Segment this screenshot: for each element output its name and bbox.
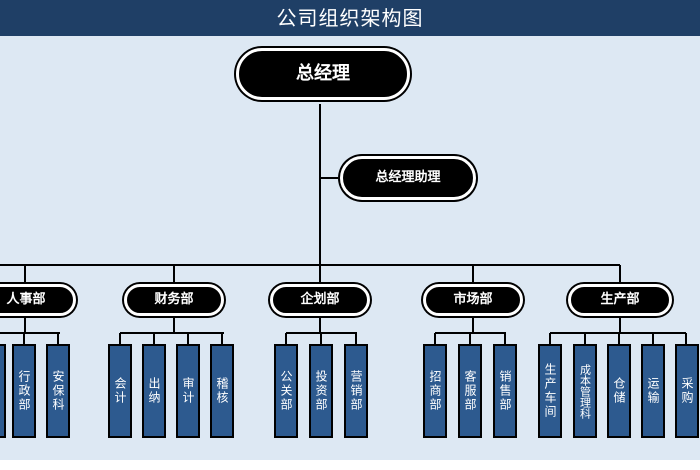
assistant-node: 总经理助理	[340, 156, 476, 200]
ceo-node: 总经理	[236, 48, 410, 100]
subunit-inspection: 稽核	[210, 344, 234, 438]
subunit-procurement: 采购	[675, 344, 699, 438]
subunit-promotion: 营销部	[344, 344, 368, 438]
subunit-investment-attraction: 招商部	[423, 344, 447, 438]
dept-marketing: 市场部	[423, 284, 523, 316]
subunit-sales: 销售部	[493, 344, 517, 438]
subunit-pr: 公关部	[274, 344, 298, 438]
subunit-cost-management: 成本管理科	[573, 344, 597, 438]
chart-title: 公司组织架构图	[276, 6, 424, 30]
subunit-workshop: 生产车间	[538, 344, 562, 438]
subunit-security: 安保科	[46, 344, 70, 438]
dept-hr: 人事部	[0, 284, 76, 316]
subunit-partial	[0, 344, 6, 438]
bottom-strip	[0, 460, 700, 470]
subunit-transport: 运输	[641, 344, 665, 438]
title-bar: 公司组织架构图	[0, 0, 700, 36]
dept-planning: 企划部	[270, 284, 370, 316]
dept-production: 生产部	[568, 284, 672, 316]
subunit-cashier: 出纳	[142, 344, 166, 438]
subunit-admin: 行政部	[12, 344, 36, 438]
subunit-accounting: 会计	[108, 344, 132, 438]
subunit-warehouse: 仓储	[607, 344, 631, 438]
subunit-customer-service: 客服部	[458, 344, 482, 438]
dept-finance: 财务部	[124, 284, 224, 316]
subunit-investment: 投资部	[309, 344, 333, 438]
subunit-audit: 审计	[176, 344, 200, 438]
